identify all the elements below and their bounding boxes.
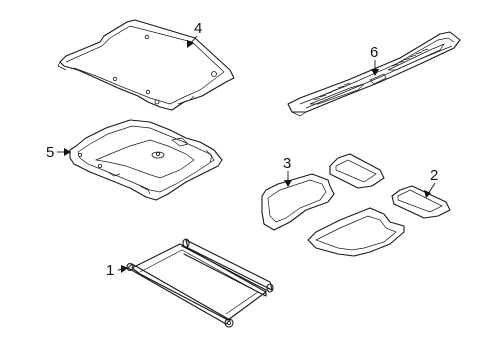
part-2-floor-mat-right[interactable] <box>391 185 451 219</box>
part-3-floor-mat-front-left[interactable] <box>261 173 335 231</box>
callout-2: 2 <box>424 167 438 198</box>
callout-3-label: 3 <box>283 155 291 172</box>
part-1-cargo-cover[interactable] <box>126 238 274 328</box>
part-3-floor-mat-rear-small[interactable] <box>329 153 385 189</box>
callout-1-label: 1 <box>106 262 114 279</box>
part-6-scuff-plate[interactable] <box>287 31 461 117</box>
callout-4-label: 4 <box>194 20 202 37</box>
callout-5: 5 <box>46 144 71 161</box>
part-5-floor-tray[interactable] <box>69 119 223 201</box>
callout-1: 1 <box>106 262 128 279</box>
callout-2-label: 2 <box>430 167 438 184</box>
callout-3: 3 <box>283 155 292 187</box>
callout-6: 6 <box>370 44 379 76</box>
callout-6-label: 6 <box>370 44 378 61</box>
part-3-floor-mat-center[interactable] <box>307 207 405 257</box>
part-4-load-floor-panel[interactable] <box>57 19 235 111</box>
callout-5-label: 5 <box>46 144 54 161</box>
callout-4: 4 <box>187 20 202 48</box>
